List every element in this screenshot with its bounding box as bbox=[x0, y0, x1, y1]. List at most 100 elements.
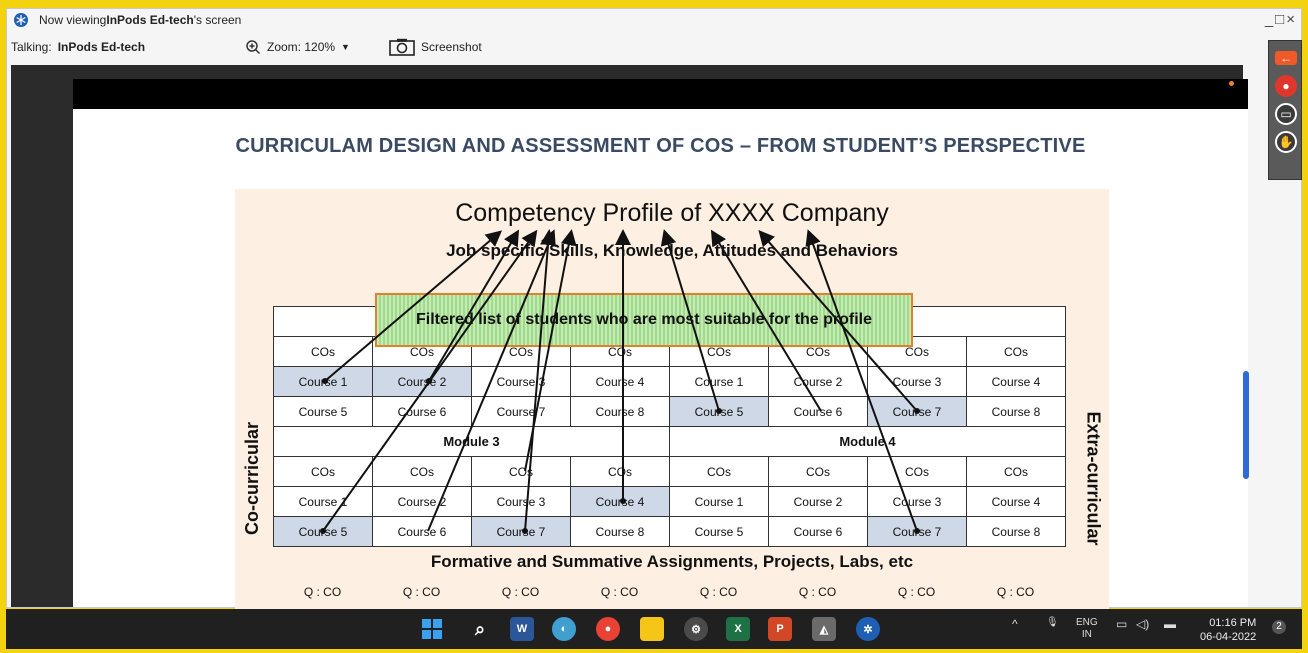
camera-icon bbox=[389, 38, 415, 56]
window-controls[interactable]: _□× bbox=[1264, 11, 1297, 28]
course-cell: Course 4 bbox=[570, 366, 670, 397]
hand-icon[interactable]: ✋ bbox=[1275, 131, 1297, 153]
q-co-cell: Q : CO bbox=[402, 585, 441, 599]
course-cell: Course 6 bbox=[372, 516, 472, 547]
course-cell: Course 1 bbox=[669, 486, 769, 517]
slide-top-bar bbox=[73, 79, 1248, 109]
cocurricular-text: Co-curricular bbox=[242, 421, 263, 535]
course-cell: Course 6 bbox=[768, 396, 868, 427]
course-cell: Course 8 bbox=[966, 396, 1066, 427]
window-icon[interactable]: ▭ bbox=[1275, 103, 1297, 125]
course-cell: Course 1 bbox=[273, 486, 373, 517]
course-cell: Course 8 bbox=[570, 516, 670, 547]
course-cell: Course 3 bbox=[471, 366, 571, 397]
snowflake-app-icon[interactable]: ✲ bbox=[856, 617, 880, 641]
module-3-header: Module 3 bbox=[273, 426, 670, 457]
course-cell: Course 1 bbox=[669, 366, 769, 397]
lang-bottom: IN bbox=[1081, 629, 1092, 640]
screen-share-window: Now viewing InPods Ed-tech's screen _□× … bbox=[6, 8, 1302, 609]
competency-title: Competency Profile of XXXX Company bbox=[455, 199, 889, 227]
mic-icon[interactable]: 🎙 bbox=[1046, 617, 1059, 628]
title-suffix: 's screen bbox=[193, 13, 242, 27]
course-cell: Course 1 bbox=[273, 366, 373, 397]
curriculum-diagram: Competency Profile of XXXX Company Job s… bbox=[235, 189, 1109, 609]
language-indicator[interactable]: ENG IN bbox=[1076, 617, 1098, 641]
q-co-cell: Q : CO bbox=[897, 585, 936, 599]
mic-off-icon[interactable]: ● bbox=[1275, 75, 1297, 97]
cos-cell: COs bbox=[768, 456, 868, 487]
clock-time: 01:16 PM bbox=[1209, 617, 1257, 629]
filtered-students-box: Filtered list of students who are most s… bbox=[375, 293, 913, 347]
q-co-row: Q : CO Q : CO Q : CO Q : CO Q : CO Q : C… bbox=[273, 585, 1065, 599]
lang-top: ENG bbox=[1076, 617, 1098, 628]
screenshot-label: Screenshot bbox=[421, 40, 482, 54]
word-icon[interactable]: W bbox=[510, 617, 534, 641]
volume-icon[interactable]: ◁) bbox=[1136, 617, 1150, 631]
scroll-handle[interactable] bbox=[1243, 371, 1249, 479]
slide-title: CURRICULAM DESIGN AND ASSESSMENT OF COS … bbox=[235, 135, 1086, 157]
course-cell: Course 8 bbox=[966, 516, 1066, 547]
chrome-icon[interactable]: ● bbox=[596, 617, 620, 641]
course-cell: Course 4 bbox=[966, 486, 1066, 517]
job-skills-label: Job specific Skills, Knowledge, Attitude… bbox=[446, 241, 898, 260]
windows-start-icon[interactable] bbox=[420, 617, 444, 641]
talking-label: Talking: bbox=[11, 40, 52, 54]
course-cell: Course 3 bbox=[867, 486, 967, 517]
cos-cell: COs bbox=[966, 336, 1066, 367]
recording-dot bbox=[1229, 81, 1234, 86]
course-cell: Course 5 bbox=[669, 396, 769, 427]
chevron-down-icon: ▼ bbox=[341, 42, 350, 52]
excel-icon[interactable]: X bbox=[726, 617, 750, 641]
search-icon[interactable]: ⌕ bbox=[474, 618, 486, 639]
network-icon[interactable]: ▭ bbox=[1116, 617, 1128, 631]
screenshot-button[interactable]: Screenshot bbox=[389, 38, 482, 56]
course-cell: Course 7 bbox=[471, 516, 571, 547]
course-cell: Course 2 bbox=[768, 366, 868, 397]
notification-badge[interactable]: 2 bbox=[1272, 620, 1286, 634]
q-co-cell: Q : CO bbox=[699, 585, 738, 599]
cos-cell: COs bbox=[372, 456, 472, 487]
chevron-up-icon[interactable]: ^ bbox=[1012, 617, 1018, 631]
back-arrow-icon[interactable]: ← bbox=[1275, 51, 1297, 65]
zoom-control[interactable]: Zoom: 120% ▼ bbox=[245, 39, 350, 55]
folder-icon[interactable] bbox=[640, 617, 664, 641]
q-co-cell: Q : CO bbox=[798, 585, 837, 599]
snowflake-app-icon bbox=[14, 13, 28, 27]
photos-icon[interactable]: ◭ bbox=[812, 617, 836, 641]
shared-screen-viewer[interactable]: CURRICULAM DESIGN AND ASSESSMENT OF COS … bbox=[11, 65, 1248, 609]
course-cell: Course 4 bbox=[966, 366, 1066, 397]
clock[interactable]: 01:16 PM 06-04-2022 bbox=[1200, 616, 1256, 644]
cos-cell: COs bbox=[966, 456, 1066, 487]
extracurricular-label: Extra-curricular bbox=[1073, 410, 1113, 546]
course-cell: Course 7 bbox=[867, 396, 967, 427]
clock-date: 06-04-2022 bbox=[1200, 631, 1257, 643]
course-cell: Course 8 bbox=[570, 396, 670, 427]
talking-name: InPods Ed-tech bbox=[57, 40, 146, 54]
windows-taskbar: ⌕ W ◐ ● ⚙ X P ◭ ✲ ^ 🎙 ENG IN ▭ ◁) ▬ 01:1… bbox=[6, 609, 1302, 649]
q-co-cell: Q : CO bbox=[996, 585, 1035, 599]
viewer-toolbar: Talking: InPods Ed-tech Zoom: 120% ▼ Scr… bbox=[7, 35, 1301, 59]
course-cell: Course 7 bbox=[471, 396, 571, 427]
course-cell: Course 3 bbox=[471, 486, 571, 517]
cos-cell: COs bbox=[570, 456, 670, 487]
settings-icon[interactable]: ⚙ bbox=[684, 617, 708, 641]
presentation-slide: CURRICULAM DESIGN AND ASSESSMENT OF COS … bbox=[73, 109, 1248, 609]
powerpoint-icon[interactable]: P bbox=[768, 617, 792, 641]
course-cell: Course 3 bbox=[867, 366, 967, 397]
control-side-panel: ← ● ▭ ✋ bbox=[1268, 40, 1302, 180]
course-cell: Course 5 bbox=[273, 396, 373, 427]
battery-icon[interactable]: ▬ bbox=[1164, 617, 1176, 631]
formative-label: Formative and Summative Assignments, Pro… bbox=[430, 552, 914, 571]
q-co-cell: Q : CO bbox=[501, 585, 540, 599]
course-cell: Course 4 bbox=[570, 486, 670, 517]
q-co-cell: Q : CO bbox=[600, 585, 639, 599]
cos-cell: COs bbox=[273, 336, 373, 367]
paint-icon[interactable]: ◐ bbox=[552, 617, 576, 641]
course-cell: Course 6 bbox=[768, 516, 868, 547]
q-co-cell: Q : CO bbox=[303, 585, 342, 599]
title-prefix: Now viewing bbox=[39, 13, 107, 27]
extracurricular-text: Extra-curricular bbox=[1083, 410, 1104, 546]
course-cell: Course 5 bbox=[273, 516, 373, 547]
course-cell: Course 7 bbox=[867, 516, 967, 547]
course-cell: Course 2 bbox=[372, 486, 472, 517]
